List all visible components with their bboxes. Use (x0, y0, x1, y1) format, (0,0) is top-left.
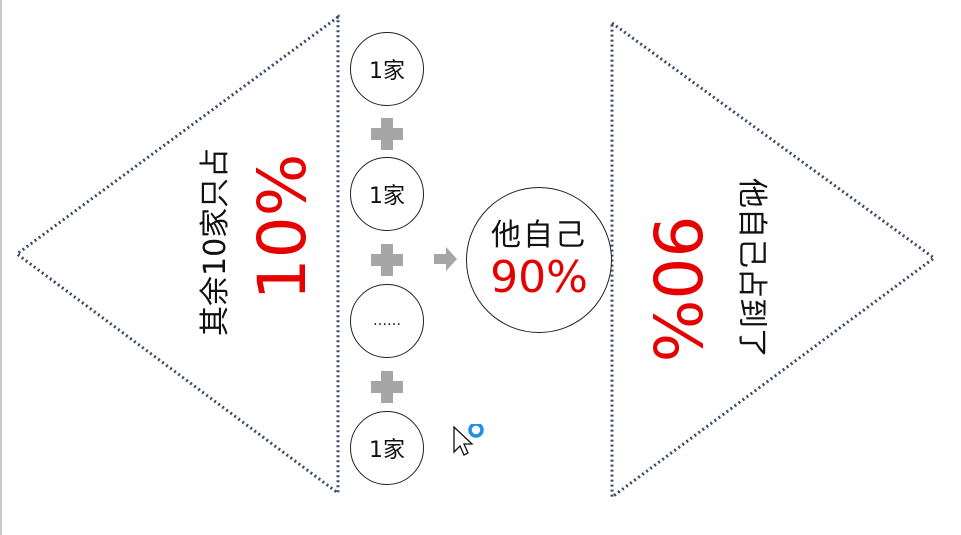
mouse-cursor-busy-icon (453, 424, 484, 456)
right-triangle (610, 20, 937, 500)
company-label: 1家 (369, 438, 405, 463)
plus-icon (371, 371, 403, 403)
page-left-edge (0, 0, 2, 535)
company-label: 1家 (369, 184, 405, 209)
company-circle-2: 1家 (350, 157, 424, 231)
center-circle: 他自己 90% (466, 187, 612, 333)
ellipsis-label: …… (373, 313, 401, 329)
left-caption: 其余10家只占 (198, 147, 233, 336)
center-percent: 90% (490, 252, 588, 303)
right-caption: 他自己占到了 (734, 178, 769, 358)
right-percent: 90% (638, 215, 715, 363)
company-circle-1: 1家 (350, 32, 424, 106)
company-circle-4: 1家 (350, 411, 424, 485)
plus-icon (371, 244, 403, 276)
center-label: 他自己 (491, 218, 587, 253)
arrow-right-icon (434, 247, 457, 271)
company-circle-ellipsis: …… (350, 284, 424, 358)
left-percent: 10% (244, 153, 321, 301)
plus-icon (371, 118, 403, 150)
company-label: 1家 (369, 59, 405, 84)
